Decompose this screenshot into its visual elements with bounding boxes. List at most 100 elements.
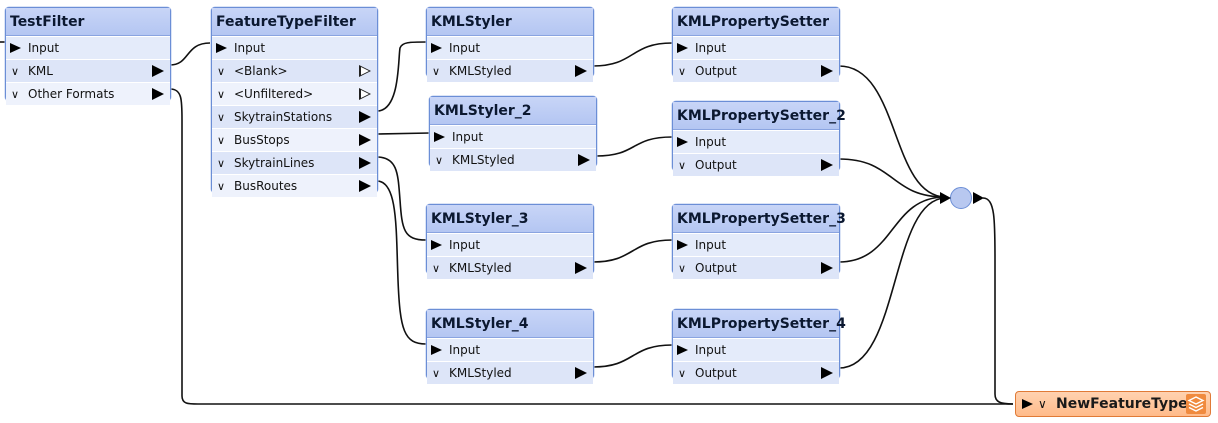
node-kmlstyler-3[interactable]: KMLStyler_3 Input ∨ KMLStyled [426,204,594,279]
output-arrow-icon[interactable] [152,65,164,77]
node-title[interactable]: KMLPropertySetter [673,8,839,36]
input-port[interactable]: Input [427,36,593,59]
node-title[interactable]: TestFilter [6,8,170,36]
chevron-down-icon[interactable]: ∨ [217,88,226,101]
node-kmlstyler-2[interactable]: KMLStyler_2 Input ∨ KMLStyled [429,96,597,171]
node-title[interactable]: KMLStyler_2 [430,97,596,125]
junction-icon[interactable] [950,187,972,209]
chevron-down-icon[interactable]: ∨ [678,159,687,172]
link-kmlstyler-out[interactable] [592,42,673,67]
link-kmlstyler-3-out[interactable] [592,239,673,263]
link-busroutes[interactable] [376,180,427,345]
chevron-down-icon[interactable]: ∨ [217,134,226,147]
output-port[interactable]: ∨ SkytrainLines [212,151,377,174]
output-port[interactable]: ∨ KMLStyled [427,59,593,82]
output-port[interactable]: ∨ Output [673,361,839,384]
node-kmlpropertysetter-2[interactable]: KMLPropertySetter_2 Input ∨ Output [672,101,846,176]
node-testfilter[interactable]: TestFilter Input ∨ KML ∨ Other Formats [5,7,171,105]
chevron-down-icon[interactable]: ∨ [432,65,441,78]
node-title[interactable]: KMLStyler_3 [427,205,593,233]
node-kmlpropertysetter-4[interactable]: KMLPropertySetter_4 Input ∨ Output [672,309,846,384]
node-title[interactable]: KMLPropertySetter_3 [673,205,846,233]
link-setter-2-out[interactable] [838,158,946,198]
output-port[interactable]: ∨ <Blank> [212,59,377,82]
output-port[interactable]: ∨ Output [673,256,839,279]
output-port[interactable]: ∨ BusRoutes [212,174,377,197]
link-testfilter-kml[interactable] [169,42,211,66]
output-port[interactable]: ∨ KMLStyled [430,148,596,171]
output-arrow-icon[interactable] [575,65,587,77]
output-port[interactable]: ∨ Other Formats [6,82,170,105]
output-arrow-icon[interactable] [359,180,371,192]
output-arrow-icon[interactable] [821,262,833,274]
input-port[interactable]: Input [673,130,839,153]
chevron-down-icon[interactable]: ∨ [11,88,20,101]
output-port[interactable]: ∨ BusStops [212,128,377,151]
output-arrow-icon[interactable] [359,111,371,123]
link-busstops[interactable] [376,132,431,135]
output-arrow-icon[interactable] [575,367,587,379]
input-port[interactable]: Input [212,36,377,59]
chevron-down-icon[interactable]: ∨ [217,65,226,78]
output-port[interactable]: ∨ KMLStyled [427,256,593,279]
node-kmlstyler-4[interactable]: KMLStyler_4 Input ∨ KMLStyled [426,309,594,384]
input-port[interactable]: Input [430,125,596,148]
link-junction-to-writer[interactable] [982,197,1014,405]
input-port[interactable]: Input [673,338,839,361]
output-arrow-hollow-icon[interactable] [359,65,371,77]
output-arrow-icon[interactable] [359,134,371,146]
chevron-down-icon[interactable]: ∨ [11,65,20,78]
port-label: Input [449,343,481,357]
node-kmlpropertysetter[interactable]: KMLPropertySetter Input ∨ Output [672,7,840,82]
input-port[interactable]: Input [673,36,839,59]
layers-icon[interactable] [1186,394,1206,414]
output-port[interactable]: ∨ KMLStyled [427,361,593,384]
chevron-down-icon[interactable]: ∨ [432,262,441,275]
input-port[interactable]: Input [427,233,593,256]
output-arrow-icon[interactable] [578,154,590,166]
link-setter-3-out[interactable] [838,196,946,263]
node-kmlpropertysetter-3[interactable]: KMLPropertySetter_3 Input ∨ Output [672,204,846,279]
output-arrow-icon[interactable] [575,262,587,274]
chevron-down-icon[interactable]: ∨ [217,180,226,193]
link-skytrainlines[interactable] [376,156,427,241]
node-title[interactable]: KMLPropertySetter_2 [673,102,846,130]
input-port[interactable]: Input [427,338,593,361]
chevron-down-icon[interactable]: ∨ [678,65,687,78]
input-port[interactable]: Input [673,233,839,256]
node-title[interactable]: KMLPropertySetter_4 [673,310,846,338]
output-port[interactable]: ∨ KML [6,59,170,82]
output-port[interactable]: ∨ SkytrainStations [212,105,377,128]
output-arrow-icon[interactable] [821,159,833,171]
chevron-down-icon[interactable]: ∨ [1038,397,1047,411]
output-arrow-icon[interactable] [359,157,371,169]
node-kmlstyler[interactable]: KMLStyler Input ∨ KMLStyled [426,7,594,82]
link-setter-out[interactable] [838,65,946,198]
node-title[interactable]: FeatureTypeFilter [212,8,377,36]
output-arrow-hollow-icon[interactable] [359,88,371,100]
chevron-down-icon[interactable]: ∨ [217,157,226,170]
link-kmlstyler-4-out[interactable] [592,344,673,368]
junction-out-arrow-icon[interactable] [973,192,984,204]
output-arrow-icon[interactable] [821,65,833,77]
output-port[interactable]: ∨ Output [673,153,839,176]
chevron-down-icon[interactable]: ∨ [435,154,444,167]
output-port[interactable]: ∨ <Unfiltered> [212,82,377,105]
output-arrow-icon[interactable] [152,88,164,100]
chevron-down-icon[interactable]: ∨ [678,262,687,275]
output-port[interactable]: ∨ Output [673,59,839,82]
input-port[interactable]: Input [6,36,170,59]
node-featuretypefilter[interactable]: FeatureTypeFilter Input ∨ <Blank> ∨ <Unf… [211,7,378,197]
chevron-down-icon[interactable]: ∨ [432,367,441,380]
link-skytrainstations[interactable] [376,41,427,112]
node-title[interactable]: KMLStyler [427,8,593,36]
chevron-down-icon[interactable]: ∨ [217,111,226,124]
node-title[interactable]: KMLStyler_4 [427,310,593,338]
link-kmlstyler-2-out[interactable] [595,136,673,157]
link-setter-4-out[interactable] [838,197,946,369]
chevron-down-icon[interactable]: ∨ [678,367,687,380]
writer-feature-type[interactable]: ∨ NewFeatureType [1015,391,1211,417]
output-arrow-icon[interactable] [821,367,833,379]
